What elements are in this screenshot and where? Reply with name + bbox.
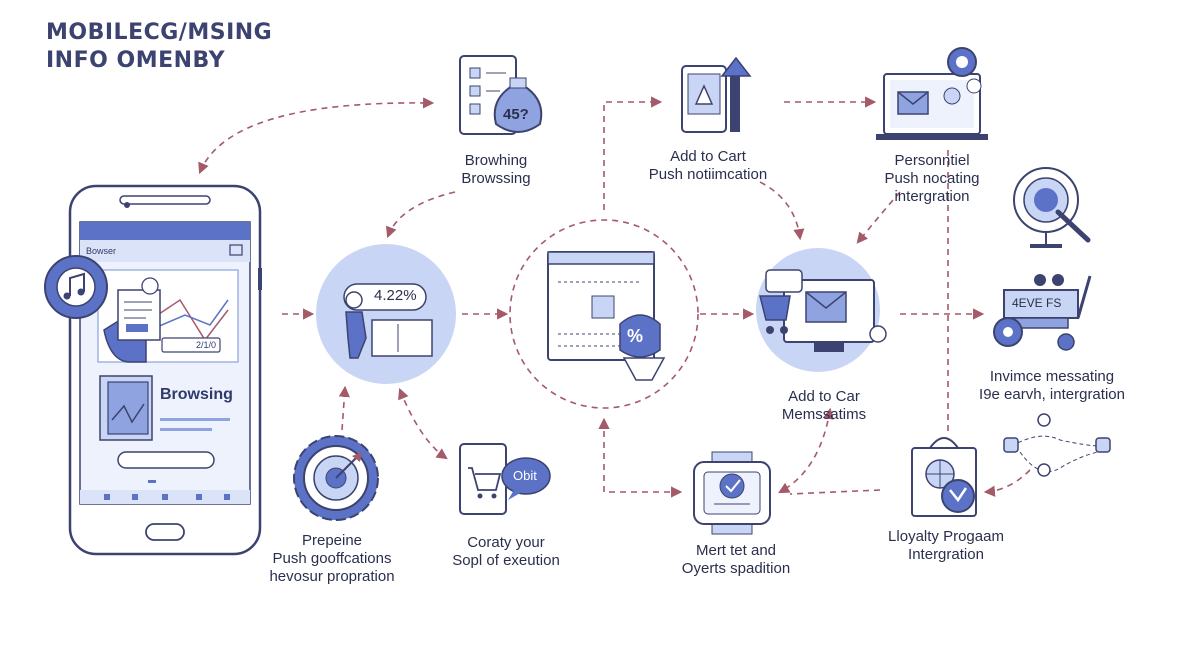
truck-sign-text: 4EVE FS	[1012, 296, 1062, 310]
smartwatch-check-icon	[693, 451, 771, 535]
loyalty-bag-icon	[911, 437, 977, 517]
chat-bubble-text: Obit	[513, 468, 537, 483]
connector-analytics-to-cart-icon	[398, 387, 448, 460]
connector-cart-to-addtocar	[759, 181, 805, 241]
cart-monitor-icon	[756, 248, 887, 372]
phone-card-label: Browsing	[160, 386, 233, 403]
connector-checkout-to-watch	[598, 417, 683, 498]
header-title-line-2: INFO OMENBY	[46, 48, 226, 73]
connectors	[198, 96, 1031, 498]
connector-phone-to-browsing	[198, 97, 435, 175]
connector-loyalty-to-watch	[789, 489, 881, 495]
laptop-gear-icon	[876, 47, 988, 140]
phone-app-header: Bowser	[86, 246, 117, 256]
connector-checkout-to-cart	[603, 96, 663, 210]
analytics-person-icon	[316, 244, 456, 384]
smartphone	[68, 184, 262, 556]
connector-gear-to-analytics	[338, 385, 350, 431]
connector-personal-to-addtocar	[856, 191, 901, 244]
magnifier-globe-icon	[1013, 167, 1091, 248]
phone-chart-readout: 2/1/0	[196, 340, 217, 350]
percent-tag: %	[627, 326, 644, 346]
price-badge: 45?	[503, 106, 529, 123]
target-gear-icon	[293, 435, 379, 521]
header-title-line-1: MOBILECG/MSING	[46, 20, 273, 45]
connector-addtocar-to-watch	[778, 407, 835, 494]
checkout-window-icon	[509, 219, 699, 409]
connector-network-to-loyalty	[983, 469, 1031, 497]
checklist-price-icon	[459, 55, 543, 135]
connector-browsing-to-analytics	[386, 191, 456, 239]
mobile-cart-chat-icon	[459, 443, 551, 515]
cart-tablet-icon	[681, 56, 752, 133]
network-nodes-icon	[1003, 413, 1111, 477]
percent-readout: 4.22%	[374, 287, 417, 304]
delivery-cart-icon	[993, 274, 1092, 351]
music-note-icon	[44, 255, 108, 319]
